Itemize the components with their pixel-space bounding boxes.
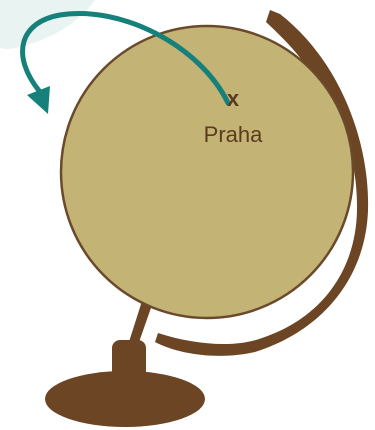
- corner-decoration: [0, 0, 95, 49]
- globe-post: [112, 340, 146, 385]
- location-marker: x: [221, 86, 245, 112]
- globe-stand-arm: [128, 301, 152, 345]
- city-label: Praha: [185, 121, 281, 149]
